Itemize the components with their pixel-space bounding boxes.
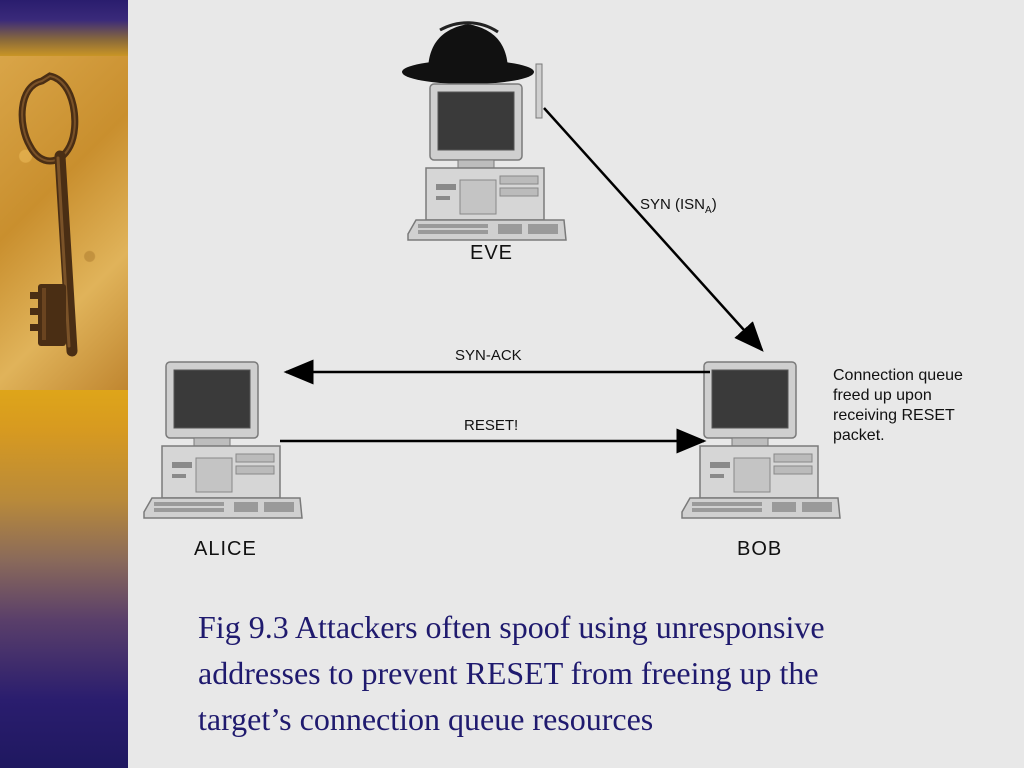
eve-computer [402,21,567,241]
hat-icon [402,21,534,84]
syn-label: SYN (ISNA) [640,196,717,216]
key-photo [0,56,128,390]
syn-label-close: ) [711,196,717,213]
syn-label-text: SYN (ISN [640,196,706,213]
caption-line: target’s connection queue resources [198,701,654,737]
caption-line: Fig 9.3 Attackers often spoof using unre… [198,609,825,645]
syn-label-subscript: A [705,205,712,216]
figure-caption: Fig 9.3 Attackers often spoof using unre… [198,604,998,742]
network-diagram [143,21,841,519]
eve-label: EVE [470,242,514,264]
computer-icon [681,361,841,519]
connection-queue-note: Connection queue freed up upon receiving… [833,366,1023,446]
note-line: receiving RESET [833,407,955,424]
alice-label: ALICE [194,538,257,560]
alice-computer [143,361,303,519]
note-line: Connection queue [833,367,963,384]
note-line: freed up upon [833,387,932,404]
bob-label: BOB [737,538,783,560]
syn-ack-label: SYN-ACK [455,347,522,364]
side-bar [0,0,128,768]
computer-icon [143,361,303,519]
note-line: packet. [833,427,885,444]
bob-computer [681,361,841,519]
key-icon [18,72,79,357]
caption-line: addresses to prevent RESET from freeing … [198,655,819,691]
reset-label: RESET! [464,417,519,434]
syn-arrow [543,107,764,352]
